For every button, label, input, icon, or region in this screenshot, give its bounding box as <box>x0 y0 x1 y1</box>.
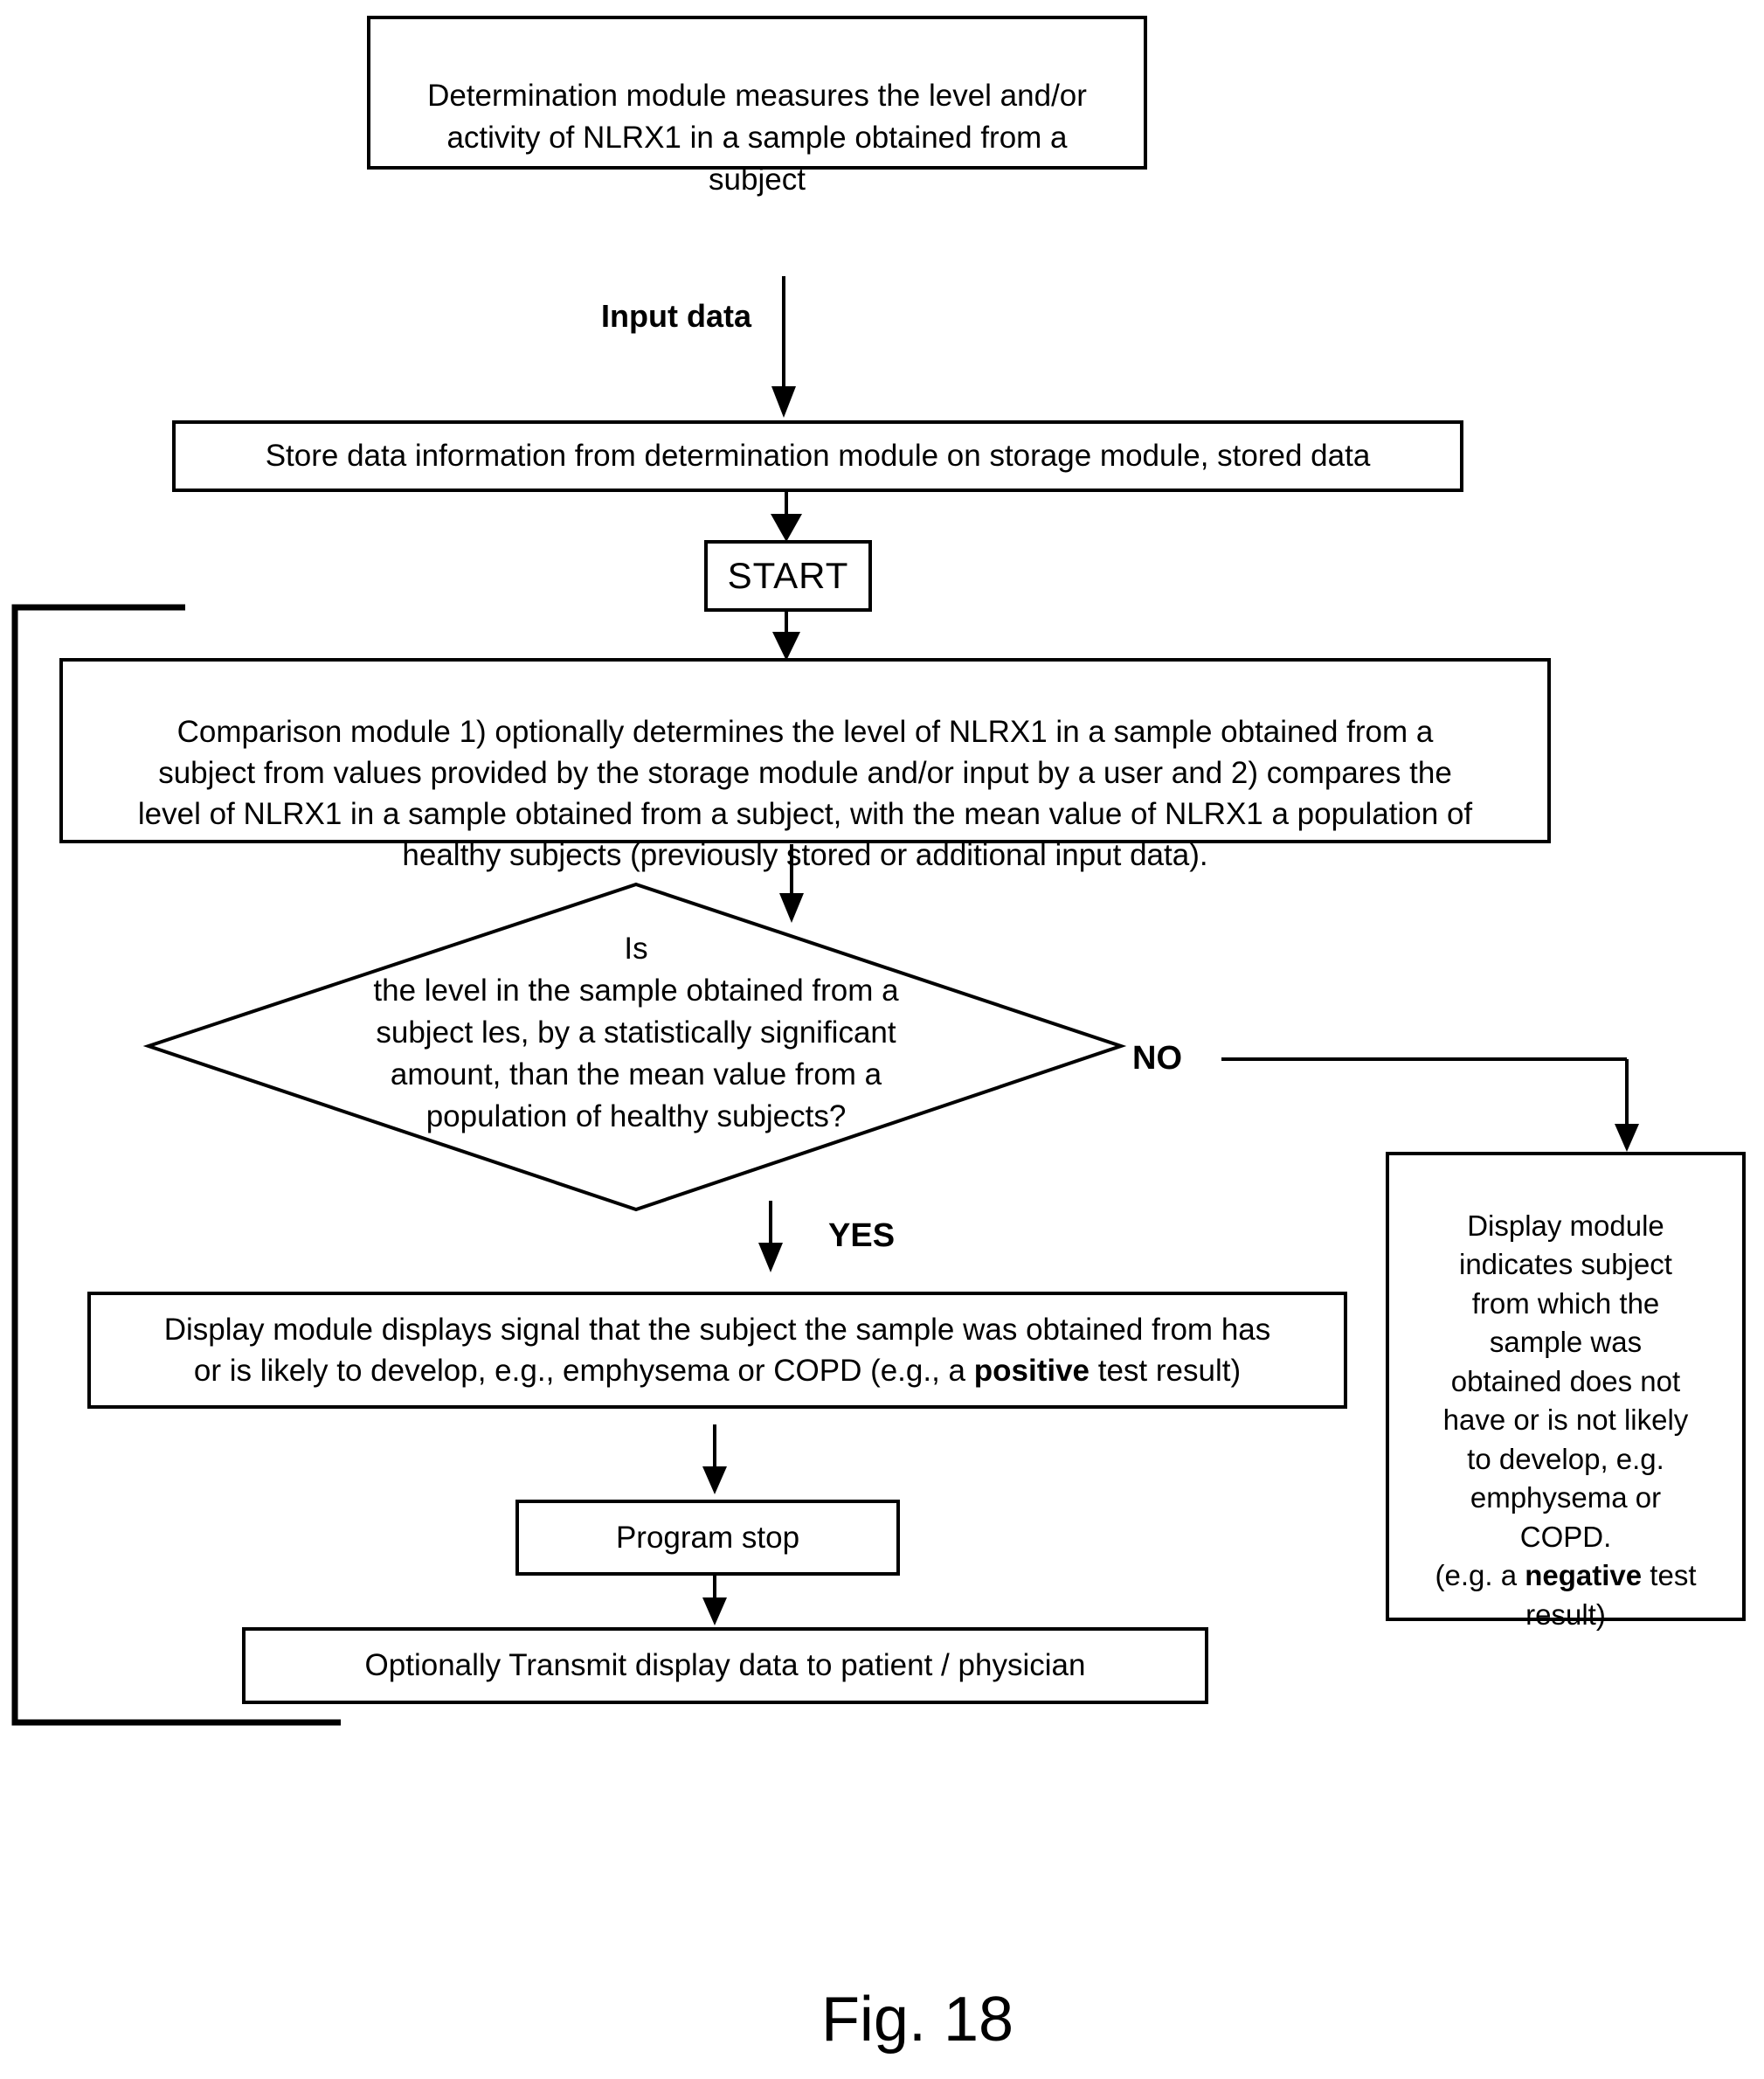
comparison-module-text: Comparison module 1) optionally determin… <box>137 715 1473 872</box>
start-text: START <box>727 555 849 596</box>
comparison-module-box: Comparison module 1) optionally determin… <box>59 658 1551 872</box>
arrow-input-data <box>771 276 796 418</box>
program-stop-box: Program stop <box>515 1500 900 1576</box>
no-branch-label: NO <box>1132 1040 1182 1077</box>
transmit-display-box: Optionally Transmit display data to pati… <box>242 1627 1208 1704</box>
determination-module-box: Determination module measures the level … <box>367 16 1147 197</box>
arrow-start-to-comparison <box>772 612 800 661</box>
negative-result-box: Display module indicates subject from wh… <box>1386 1152 1746 1631</box>
arrow-positive-to-stop <box>702 1424 727 1494</box>
positive-result-text-post: test result) <box>1090 1354 1242 1388</box>
feedback-loop-line <box>11 604 341 1726</box>
positive-result-text-pre: Display module displays signal that the … <box>163 1313 1271 1388</box>
arrow-yes-branch <box>758 1201 783 1272</box>
decision-diamond-shape <box>142 882 1127 1212</box>
negative-result-text-post: test result) <box>1525 1559 1697 1631</box>
program-stop-text: Program stop <box>615 1520 800 1555</box>
determination-module-text: Determination module measures the level … <box>427 79 1087 197</box>
decision-diamond-text: Is the level in the sample obtained from… <box>373 932 899 1133</box>
positive-result-text: Display module displays signal that the … <box>164 1309 1271 1391</box>
positive-result-text-bold: positive <box>973 1354 1090 1388</box>
negative-result-text-bold: negative <box>1525 1559 1643 1591</box>
transmit-display-text: Optionally Transmit display data to pati… <box>364 1648 1086 1682</box>
store-data-text: Store data information from determinatio… <box>265 439 1371 473</box>
negative-result-text-pre: Display module indicates subject from wh… <box>1435 1209 1689 1592</box>
store-data-box: Store data information from determinatio… <box>172 420 1463 492</box>
figure-caption: Fig. 18 <box>820 1985 1014 2055</box>
arrow-no-branch <box>1221 1057 1639 1152</box>
arrow-stop-to-transmit <box>702 1575 727 1625</box>
positive-result-box: Display module displays signal that the … <box>87 1292 1347 1409</box>
yes-branch-label: YES <box>828 1217 896 1254</box>
arrow-comparison-to-decision <box>779 844 804 923</box>
input-data-label: Input data <box>601 298 751 334</box>
start-box: START <box>704 540 872 612</box>
arrow-store-to-start <box>771 492 802 542</box>
